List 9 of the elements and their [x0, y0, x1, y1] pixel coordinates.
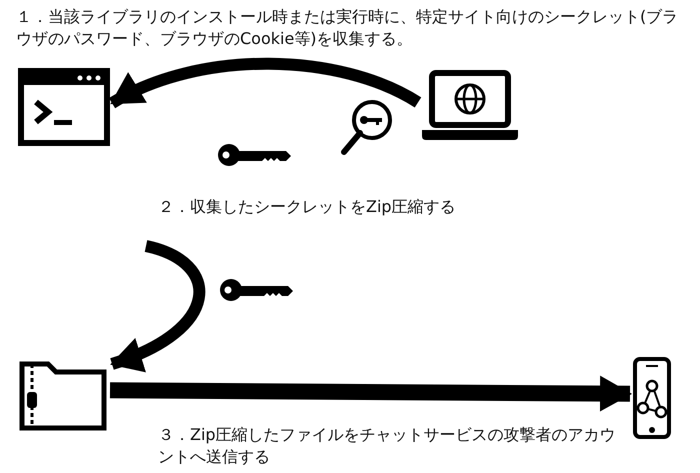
arrow — [109, 58, 421, 108]
arrow — [110, 376, 632, 412]
arrow — [110, 240, 205, 371]
laptop-icon — [420, 70, 520, 142]
step-text: ２．収集したシークレットをZip圧縮する — [158, 196, 457, 218]
step-text: １．当該ライブラリのインストール時または実行時に、特定サイト向けのシークレット(ブラウザのパスワード、ブラウザのCookie等)を収集する。 — [16, 6, 680, 50]
step-text: ３．Zip圧縮したファイルをチャットサービスの攻撃者のアカウントへ送信する — [158, 424, 617, 468]
terminal-icon — [18, 68, 110, 146]
smartphone-icon — [632, 356, 672, 440]
